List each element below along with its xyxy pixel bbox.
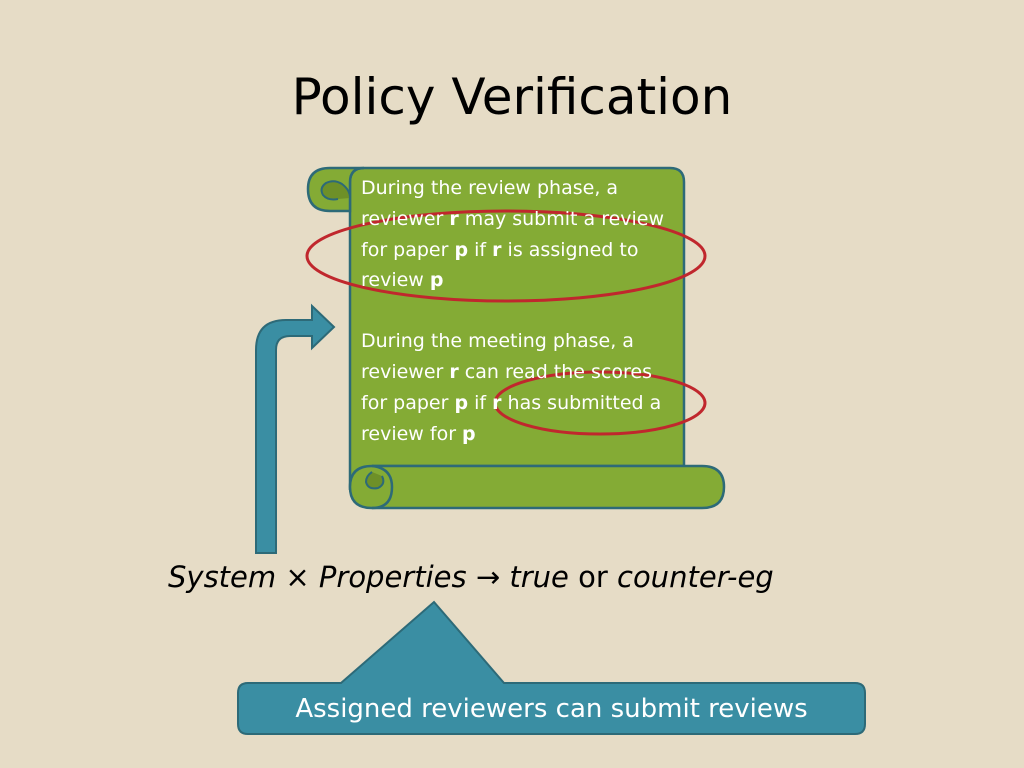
policy-variable: r: [492, 238, 502, 261]
formula-or: or: [578, 560, 608, 594]
scroll-text: During the review phase, a reviewer r ma…: [361, 173, 681, 449]
policy-text-run: is assigned to review: [361, 238, 639, 292]
policy-text-run: if: [468, 238, 493, 261]
policy-variable: p: [454, 391, 469, 414]
highlight-ellipse-2: [493, 370, 707, 436]
formula: System × Properties → true or counter-eg: [168, 556, 868, 598]
policy-variable: p: [429, 269, 444, 292]
policy-paragraph-2: During the meeting phase, a reviewer r c…: [361, 326, 681, 449]
formula-true: true: [509, 560, 569, 594]
policy-paragraph-1: During the review phase, a reviewer r ma…: [361, 173, 681, 296]
policy-text-run: During the review phase, a reviewer: [361, 177, 619, 230]
policy-variable: r: [449, 207, 459, 230]
policy-text-run: if: [468, 391, 493, 414]
formula-counter-eg: counter-eg: [617, 560, 774, 594]
scroll-icon: [306, 166, 726, 510]
formula-properties: Properties: [318, 560, 467, 594]
bent-arrow-icon: [255, 303, 336, 554]
policy-variable: p: [462, 422, 476, 445]
policy-text-run: has submitted a review for: [361, 391, 662, 445]
policy-variable: p: [454, 238, 469, 261]
policy-text-run: can read the scores for paper: [361, 360, 652, 414]
formula-arrow: →: [475, 560, 501, 594]
slide-title: Policy Verification: [291, 68, 733, 126]
formula-times: ×: [285, 560, 310, 594]
formula-system: System: [168, 560, 277, 594]
policy-text-run: may submit a review for paper: [361, 207, 665, 261]
policy-variable: r: [449, 360, 459, 383]
policy-variable: r: [492, 391, 502, 414]
callout-text: Assigned reviewers can submit reviews: [295, 694, 808, 724]
highlight-ellipse-1: [305, 209, 707, 303]
callout-shape: [237, 600, 866, 735]
policy-text-run: During the meeting phase, a reviewer: [361, 330, 634, 383]
